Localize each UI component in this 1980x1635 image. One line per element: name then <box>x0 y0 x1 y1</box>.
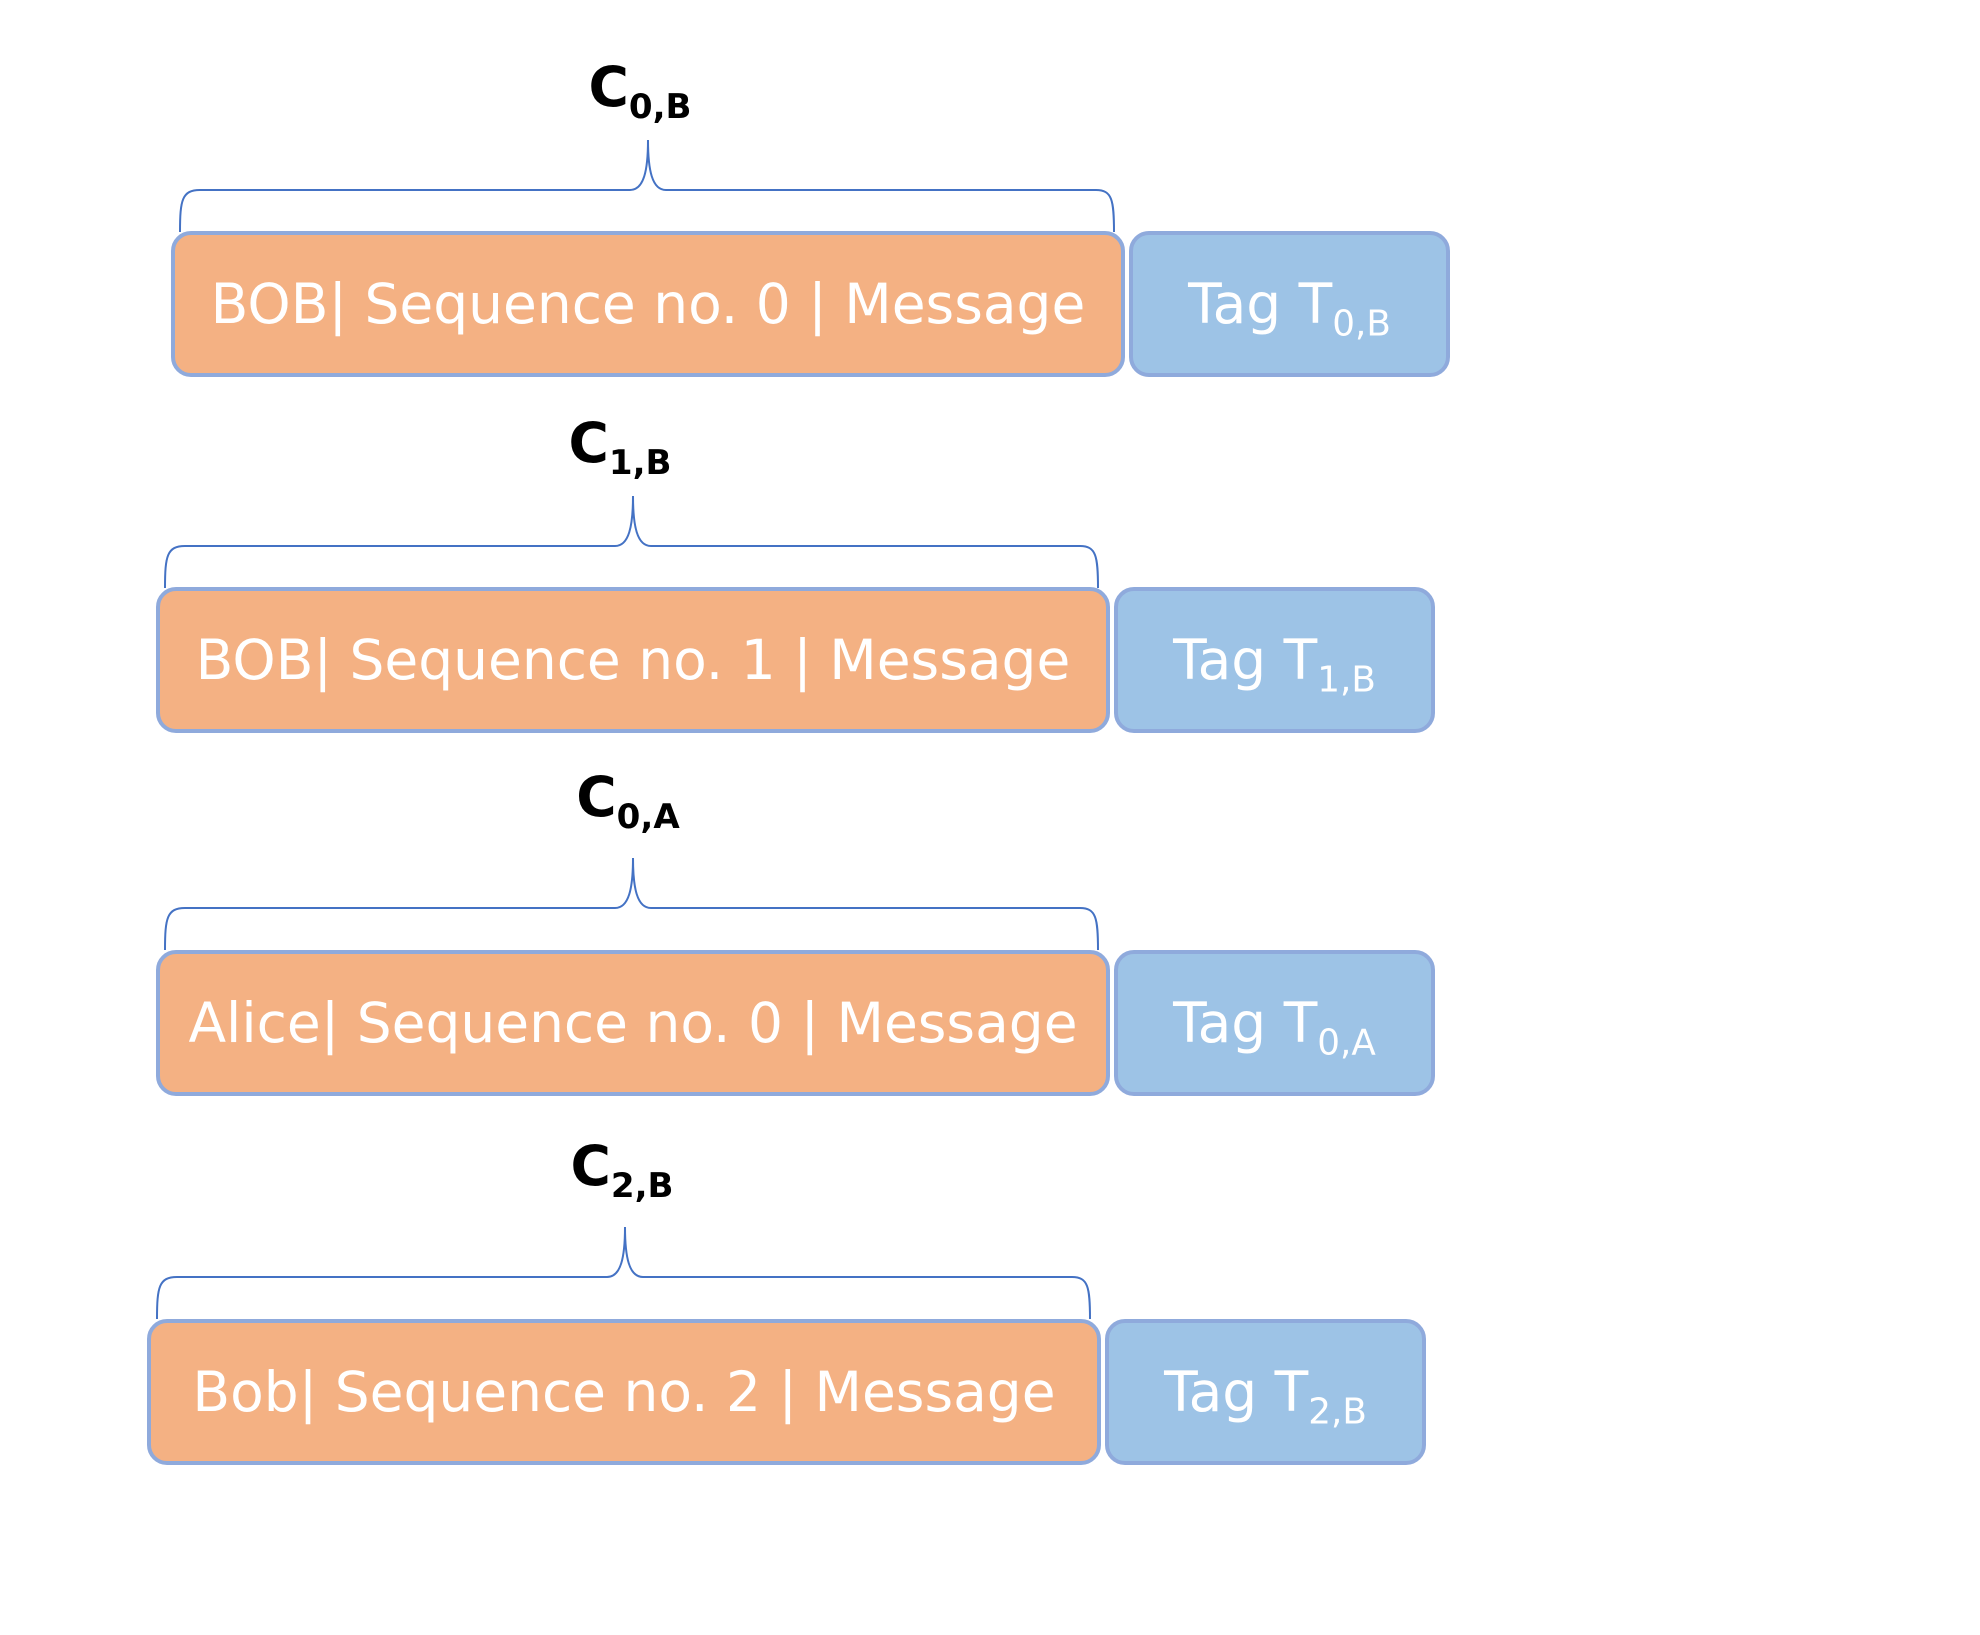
ciphertext-label-base: C <box>570 1134 611 1198</box>
ciphertext-label-subscript: 2,B <box>610 1165 674 1206</box>
ciphertext-label-base: C <box>568 411 609 475</box>
tag-subscript: 1,B <box>1317 659 1376 701</box>
tag-label: Tag T1,B <box>1173 628 1376 698</box>
tag-box: Tag T0,B <box>1129 231 1450 377</box>
tag-box: Tag T2,B <box>1105 1319 1426 1465</box>
tag-subscript: 0,B <box>1332 303 1391 345</box>
tag-prefix: Tag T <box>1173 991 1318 1055</box>
ciphertext-label: C2,B <box>570 1139 673 1203</box>
ciphertext-brace <box>156 1226 1091 1320</box>
ciphertext-label-subscript: 0,A <box>616 796 680 837</box>
packet-row-1: C1,B BOB| Sequence no. 1 | Message Tag T… <box>0 356 1980 733</box>
tag-prefix: Tag T <box>1188 272 1333 336</box>
ciphertext-brace <box>164 857 1099 951</box>
packet-row-0: C0,B BOB| Sequence no. 0 | Message Tag T… <box>0 0 1980 377</box>
message-box: Alice| Sequence no. 0 | Message <box>156 950 1110 1096</box>
ciphertext-brace <box>164 495 1099 589</box>
tag-prefix: Tag T <box>1164 1360 1309 1424</box>
ciphertext-label: C0,A <box>576 770 679 834</box>
message-text: Alice| Sequence no. 0 | Message <box>188 991 1078 1055</box>
ciphertext-label-base: C <box>588 55 629 119</box>
tag-label: Tag T0,B <box>1188 272 1391 342</box>
ciphertext-brace <box>179 139 1115 233</box>
ciphertext-label-subscript: 1,B <box>608 442 672 483</box>
packet-row-2: C0,A Alice| Sequence no. 0 | Message Tag… <box>0 718 1980 1096</box>
tag-subscript: 2,B <box>1308 1391 1367 1433</box>
message-box: Bob| Sequence no. 2 | Message <box>147 1319 1101 1465</box>
message-text: BOB| Sequence no. 1 | Message <box>195 628 1071 692</box>
message-text: Bob| Sequence no. 2 | Message <box>192 1360 1056 1424</box>
ciphertext-label-base: C <box>576 765 617 829</box>
message-text: BOB| Sequence no. 0 | Message <box>210 272 1086 336</box>
tag-label: Tag T2,B <box>1164 1360 1367 1430</box>
tag-prefix: Tag T <box>1173 628 1318 692</box>
tag-subscript: 0,A <box>1317 1022 1376 1064</box>
ciphertext-label-subscript: 0,B <box>628 86 692 127</box>
tag-box: Tag T0,A <box>1114 950 1435 1096</box>
tag-label: Tag T0,A <box>1173 991 1376 1061</box>
ciphertext-label: C0,B <box>588 60 691 124</box>
message-box: BOB| Sequence no. 0 | Message <box>171 231 1125 377</box>
tag-box: Tag T1,B <box>1114 587 1435 733</box>
message-box: BOB| Sequence no. 1 | Message <box>156 587 1110 733</box>
ciphertext-label: C1,B <box>568 416 671 480</box>
packet-row-3: C2,B Bob| Sequence no. 2 | Message Tag T… <box>0 1087 1980 1465</box>
